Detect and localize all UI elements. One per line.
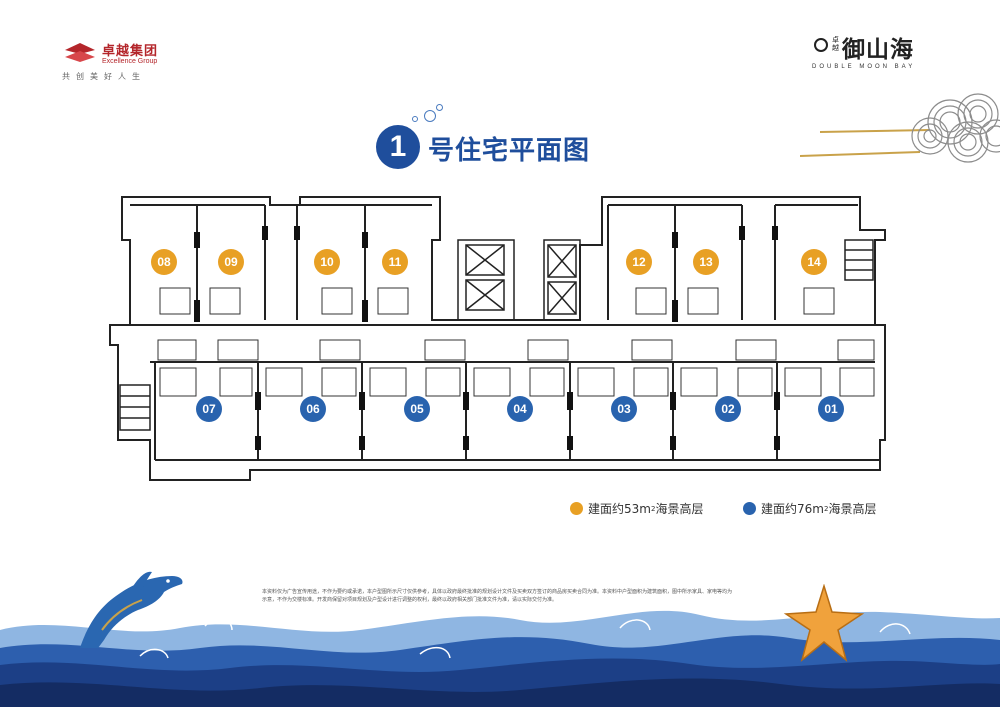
disclaimer-text: 本资料仅为广告宣传用途，不作为要约或承诺，本户型图所示尺寸仅供参考，具体以政府最… <box>262 589 733 603</box>
unit-badge-large: 02 <box>715 396 741 422</box>
unit-badge-large: 01 <box>818 396 844 422</box>
sea-waves-decoration <box>0 610 1000 707</box>
bubble-icon <box>436 104 443 111</box>
unit-badge-large: 06 <box>300 396 326 422</box>
legend-label: 建面约53m <box>588 502 651 516</box>
project-logo: 卓越 御山海 DOUBLE MOON BAY <box>812 30 952 80</box>
brand-slogan: 共创美好人生 <box>62 72 146 81</box>
unit-badge-small: 14 <box>801 249 827 275</box>
legend-sup: 2 <box>823 504 829 513</box>
legend-sup: 2 <box>650 504 656 513</box>
unit-badge-small: 12 <box>626 249 652 275</box>
unit-badge-large: 07 <box>196 396 222 422</box>
brand-mark-icon <box>65 43 95 62</box>
unit-badge-small: 13 <box>693 249 719 275</box>
page-title: 号住宅平面图 <box>428 136 591 166</box>
moon-icon <box>814 38 828 52</box>
unit-badge-large: 04 <box>507 396 533 422</box>
legend-label: 建面约76m <box>761 502 824 516</box>
brand-name: 卓越集团 <box>102 44 159 59</box>
bubble-icon <box>424 110 436 122</box>
cloud-decoration-icon <box>800 93 1000 163</box>
project-name: 御山海 <box>842 37 914 63</box>
legend-label-suffix: 海景高层 <box>828 502 877 516</box>
unit-badge-small: 08 <box>151 249 177 275</box>
unit-badge-small: 09 <box>218 249 244 275</box>
brand-logo-left: 卓越集团 Excellence Group 共创美好人生 <box>60 38 200 83</box>
project-name-en: DOUBLE MOON BAY <box>812 64 916 70</box>
unit-badge-large: 05 <box>404 396 430 422</box>
starfish-icon <box>783 584 865 663</box>
dolphin-icon <box>80 571 183 648</box>
unit-badge-large: 03 <box>611 396 637 422</box>
blue-dot-icon <box>743 502 756 515</box>
building-number: 1 <box>376 125 420 169</box>
unit-badge-small: 11 <box>382 249 408 275</box>
project-logo-small: 卓越 <box>832 36 839 52</box>
orange-dot-icon <box>570 502 583 515</box>
brand-sub: Excellence Group <box>102 58 158 65</box>
bubble-icon <box>412 116 418 122</box>
legend-label-suffix: 海景高层 <box>655 502 704 516</box>
unit-badge-small: 10 <box>314 249 340 275</box>
